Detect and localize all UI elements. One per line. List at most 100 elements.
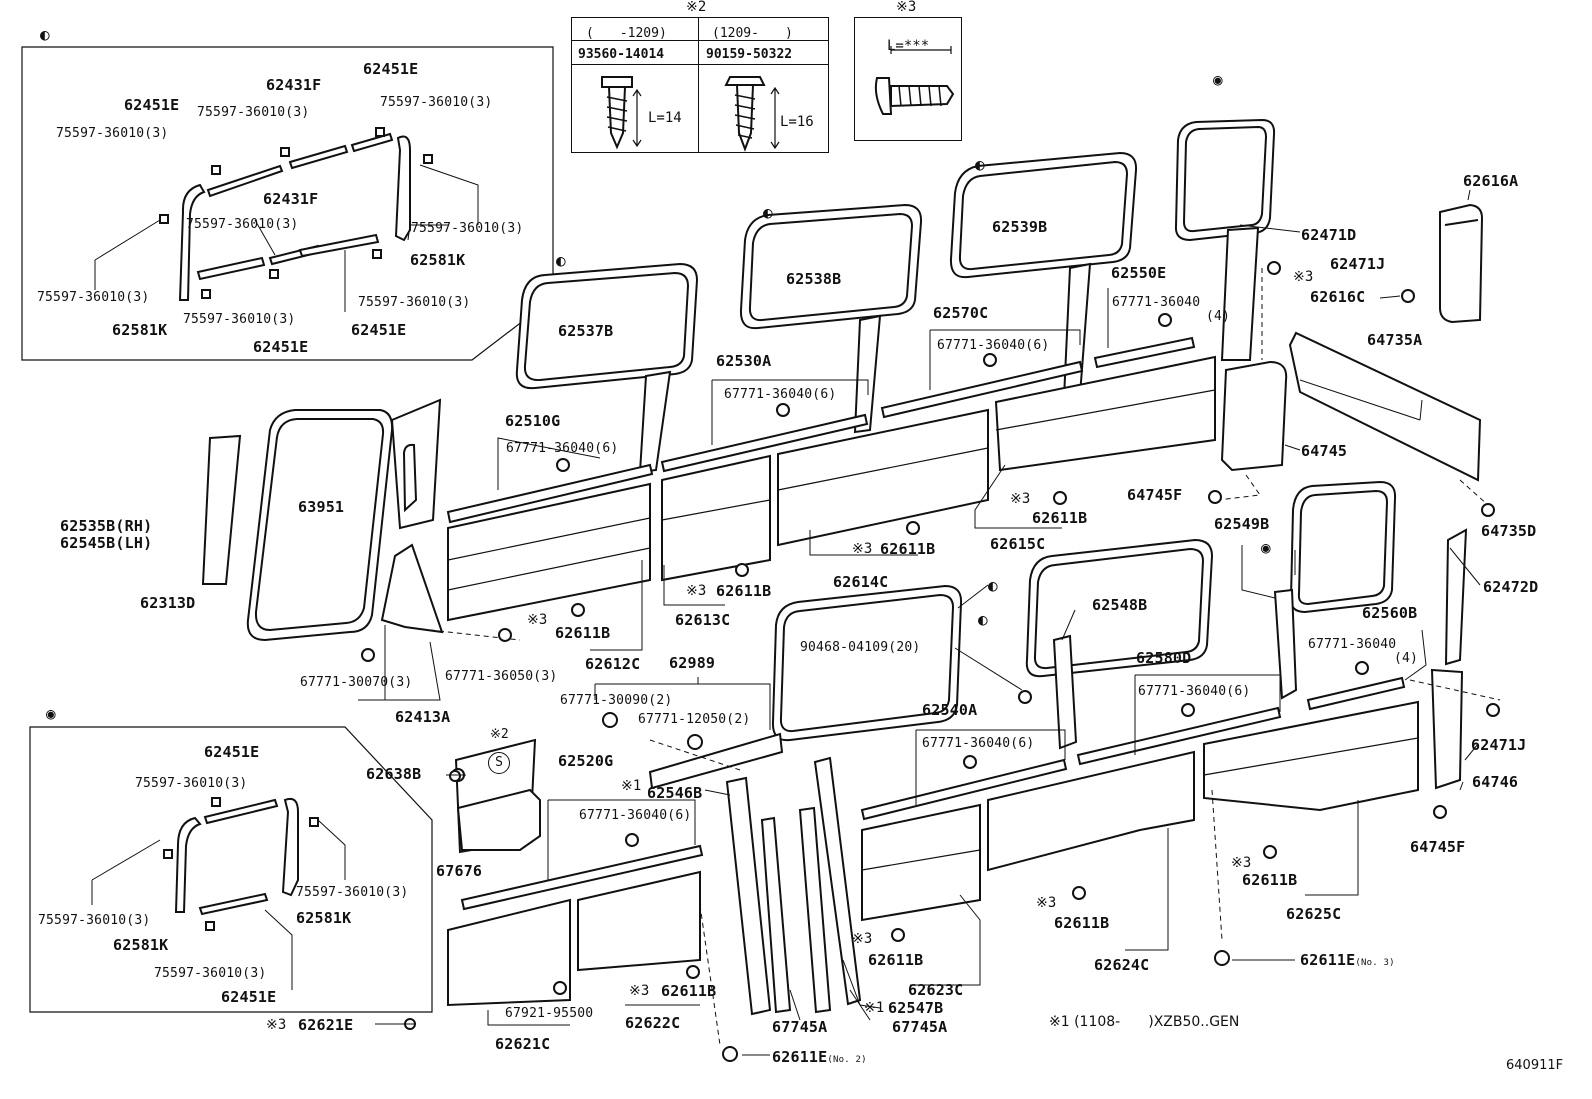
label-x3-62611B-f: ※3 — [1036, 895, 1057, 911]
label-62545B: 62545B(LH) — [60, 534, 153, 552]
label-62611B-a: 62611B — [1032, 509, 1088, 527]
label-62431F-b: 62431F — [263, 190, 319, 208]
label-62611E-b: 62611E(No. 2) — [772, 1050, 867, 1065]
label-62451E-f: 62451E — [221, 988, 277, 1006]
label-62616A: 62616A — [1463, 172, 1519, 190]
label-62581K-a: 62581K — [410, 251, 466, 269]
full-circle-mark-62471D: ◉ — [1213, 70, 1223, 89]
pillars — [201, 203, 1484, 1016]
x2-mark: ※2 — [490, 727, 509, 742]
label-67921-95500: 67921-95500 — [505, 1006, 594, 1021]
panel-edges — [429, 268, 1501, 1046]
label-67771-36040-6d: 67771-36040(6) — [1138, 684, 1251, 699]
label-62540A: 62540A — [922, 701, 978, 719]
window-frames — [246, 118, 1397, 742]
label-67771-36040-6e: 67771-36040(6) — [922, 736, 1035, 751]
table-col2-length: L=16 — [780, 114, 814, 130]
full-circle-mark-62549B: ◉ — [1261, 538, 1271, 557]
label-75597-i: 75597-36010(3) — [183, 312, 296, 327]
table-col1-length: L=14 — [648, 110, 682, 126]
half-circle-mark-62538B: ◐ — [763, 203, 773, 222]
screw-icon-short — [601, 76, 633, 150]
label-62451E-a: 62451E — [124, 96, 180, 114]
label-62623C: 62623C — [908, 981, 964, 999]
label-62550E: 62550E — [1111, 264, 1167, 282]
label-64746: 64746 — [1472, 773, 1519, 791]
label-75597-j: 75597-36010(3) — [296, 885, 409, 900]
label-75597-a: 75597-36010(3) — [197, 105, 310, 120]
label-62611E-b-sup: (No. 2) — [827, 1055, 867, 1065]
label-67771-36040-6c: 67771-36040(6) — [506, 441, 619, 456]
label-62431F-a: 62431F — [266, 76, 322, 94]
leader-lines — [91, 164, 1481, 1056]
label-62538B: 62538B — [786, 270, 842, 288]
label-62611B-g: 62611B — [868, 951, 924, 969]
label-62621C: 62621C — [495, 1035, 551, 1053]
label-62313D: 62313D — [140, 594, 196, 612]
s-circle-mark: S — [488, 752, 510, 774]
label-x3-62611B-c: ※3 — [686, 583, 707, 599]
label-67771-36050: 67771-36050(3) — [445, 669, 558, 684]
label-62621E: 62621E — [298, 1016, 354, 1034]
label-x1-62547B: ※1 — [864, 1000, 885, 1016]
label-62611B-d: 62611B — [555, 624, 611, 642]
label-67771-12050: 67771-12050(2) — [638, 712, 751, 727]
label-62625C: 62625C — [1286, 905, 1342, 923]
label-62614C: 62614C — [833, 573, 889, 591]
label-67676: 67676 — [436, 862, 483, 880]
label-62413A: 62413A — [395, 708, 451, 726]
inset-top-trims — [159, 127, 433, 301]
label-67771-36040-b: 67771-36040 — [1308, 637, 1397, 652]
label-x1-62546B: ※1 — [621, 778, 642, 794]
label-62611E-a-sup: (No. 3) — [1355, 958, 1395, 968]
label-62451E-c: 62451E — [351, 321, 407, 339]
label-62530A: 62530A — [716, 352, 772, 370]
label-x3-62611B-b: ※3 — [852, 541, 873, 557]
label-75597-g: 75597-36010(3) — [37, 290, 150, 305]
box-mark-x3: ※3 — [896, 0, 917, 15]
label-62638B: 62638B — [366, 765, 422, 783]
fasteners — [361, 261, 1500, 1062]
label-62549B: 62549B — [1214, 515, 1270, 533]
label-75597-k: 75597-36010(3) — [38, 913, 151, 928]
label-67771-36040-6b: 67771-36040(6) — [724, 387, 837, 402]
label-x3-62611B-h: ※3 — [629, 983, 650, 999]
label-62546B: 62546B — [647, 784, 703, 802]
table-col2-header: (1209- ) — [712, 26, 793, 41]
label-62612C: 62612C — [585, 655, 641, 673]
clip-length-box: L=*** — [854, 17, 962, 141]
label-67771-30090: 67771-30090(2) — [560, 693, 673, 708]
label-x3-62611B-a: ※3 — [1010, 491, 1031, 507]
label-62535B: 62535B(RH) — [60, 517, 153, 535]
label-x3-62471J: ※3 — [1293, 269, 1314, 285]
label-62581K-b: 62581K — [112, 321, 168, 339]
label-62615C: 62615C — [990, 535, 1046, 553]
table-divider-row1 — [572, 40, 828, 41]
label-62471J-a: 62471J — [1330, 255, 1386, 273]
label-75597-h: 75597-36010(3) — [358, 295, 471, 310]
label-67745A-a: 67745A — [772, 1018, 828, 1036]
label-67771-36040-6a: 67771-36040(6) — [937, 338, 1050, 353]
label-62451E-b: 62451E — [363, 60, 419, 78]
label-62537B: 62537B — [558, 322, 614, 340]
label-62611B-c: 62611B — [716, 582, 772, 600]
label-64735A: 64735A — [1367, 331, 1423, 349]
label-90468-04109: 90468-04109(20) — [800, 640, 921, 655]
label-62548B: 62548B — [1092, 596, 1148, 614]
length-arrow-long — [770, 86, 780, 150]
half-circle-mark-top-left: ◐ — [40, 25, 50, 44]
label-62451E-e: 62451E — [204, 743, 260, 761]
label-62539B: 62539B — [992, 218, 1048, 236]
label-67745A-b: 67745A — [892, 1018, 948, 1036]
label-62570C: 62570C — [933, 304, 989, 322]
inset-bottom-trims — [163, 797, 319, 931]
label-75597-f: 75597-36010(3) — [411, 221, 524, 236]
label-62580D: 62580D — [1136, 649, 1192, 667]
label-62611E-a: 62611E(No. 3) — [1300, 953, 1395, 968]
table-col2-part: 90159-50322 — [706, 47, 793, 62]
label-62471J-b: 62471J — [1471, 736, 1527, 754]
label-75597-e: 75597-36010(3) — [186, 217, 299, 232]
label-62510G: 62510G — [505, 412, 561, 430]
half-circle-mark-62540A: ◐ — [988, 576, 998, 595]
